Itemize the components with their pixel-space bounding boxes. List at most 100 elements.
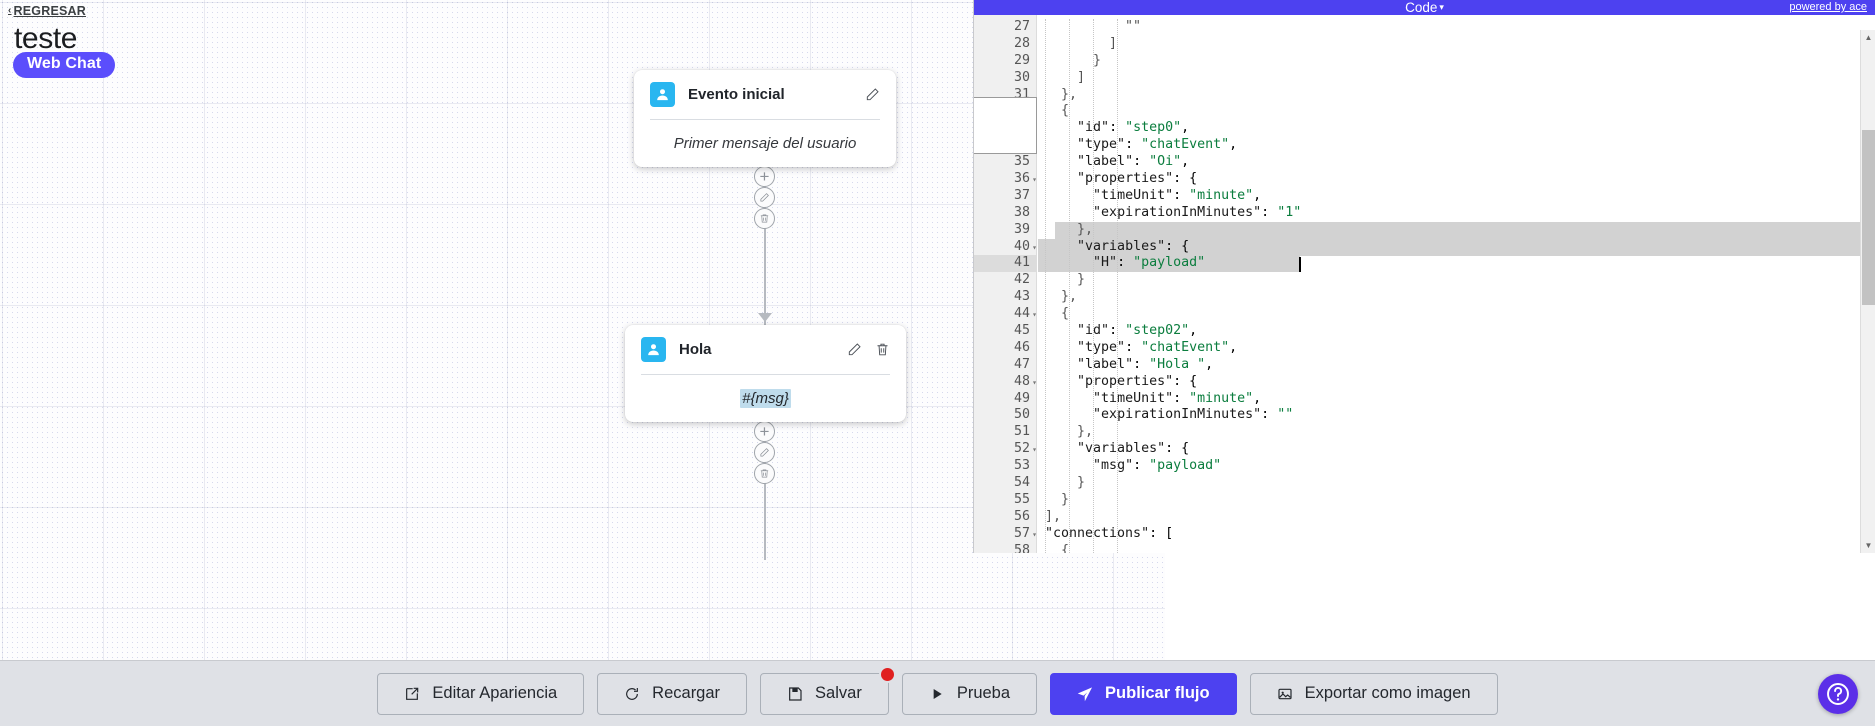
code-line[interactable]: "properties": { [1077,171,1198,187]
code-editor-title[interactable]: Code▾ [1405,0,1444,15]
line-number[interactable]: 53 [1013,458,1030,474]
connector-toolbar-1[interactable] [754,166,775,229]
scrollbar-thumb[interactable] [1862,130,1875,305]
code-line[interactable]: ] [1045,69,1086,85]
fold-toggle-icon[interactable]: ▾ [1032,310,1037,320]
code-line[interactable]: "timeUnit": "minute", [1093,390,1262,406]
code-line[interactable]: "label": "Oi", [1077,154,1190,170]
line-number[interactable]: 42 [1013,272,1030,288]
line-number[interactable]: 49 [1013,390,1030,406]
scroll-up-icon[interactable]: ▲ [1861,30,1875,45]
code-line[interactable]: "expirationInMinutes": "1" [1093,204,1302,220]
line-number[interactable]: 36▾ [1013,171,1037,187]
code-line[interactable]: "variables": { [1077,441,1190,457]
line-number[interactable]: 40▾ [1013,238,1037,254]
add-step-icon[interactable] [754,166,775,187]
line-number[interactable]: 46 [1013,339,1030,355]
code-line[interactable]: { [1045,306,1070,322]
flow-node-evento-inicial[interactable]: Evento inicial Primer mensaje del usuari… [634,70,896,167]
code-line[interactable]: "type": "chatEvent", [1077,137,1238,153]
code-line[interactable]: { [1045,542,1070,553]
fold-toggle-icon[interactable]: ▾ [1032,445,1037,455]
fold-toggle-icon[interactable]: ▾ [1032,242,1037,252]
delete-icon[interactable] [875,342,890,357]
toolbar-button-recargar[interactable]: Recargar [597,672,748,715]
code-line[interactable]: { [1045,103,1070,119]
code-editor-panel[interactable]: Code▾ powered by ace 272829303132▾333435… [973,0,1875,553]
line-number[interactable]: 48▾ [1013,373,1037,389]
line-number[interactable]: 54 [1013,475,1030,491]
node-actions[interactable] [865,87,880,102]
line-number[interactable]: 27 [1013,19,1030,34]
code-line[interactable]: } [1045,272,1086,288]
code-editor-body[interactable]: 272829303132▾33343536▾37383940▾41424344▾… [974,15,1875,553]
editor-vertical-scrollbar[interactable]: ▲ ▼ [1860,30,1875,553]
fold-toggle-icon[interactable]: ▾ [1032,529,1037,539]
node-actions[interactable] [847,342,890,357]
toolbar-button-prueba[interactable]: Prueba [901,672,1038,715]
code-line[interactable]: "variables": { [1077,238,1190,254]
line-number[interactable]: 56 [1013,508,1030,524]
code-line[interactable]: "timeUnit": "minute", [1093,187,1262,203]
powered-by-ace-link[interactable]: powered by ace [1789,1,1867,13]
code-line[interactable]: "id": "step0", [1077,120,1190,136]
line-number[interactable]: 28 [1013,35,1030,51]
line-number[interactable]: 47 [1013,356,1030,372]
line-number[interactable]: 39 [1013,221,1030,237]
code-line[interactable]: "" [1045,19,1142,34]
toolbar-button-publicar-flujo[interactable]: Publicar flujo [1050,672,1237,715]
code-line[interactable]: "id": "step02", [1077,323,1198,339]
code-line[interactable]: "type": "chatEvent", [1077,339,1238,355]
code-fold-widget[interactable]: ❯ [974,97,1037,154]
delete-step-icon[interactable] [754,208,775,229]
code-line[interactable]: } [1045,475,1086,491]
edit-icon[interactable] [847,342,862,357]
line-number[interactable]: 44▾ [1013,306,1037,322]
code-line[interactable]: "expirationInMinutes": "" [1093,407,1294,423]
line-number[interactable]: 37 [1013,187,1030,203]
line-number[interactable]: 35 [1013,154,1030,170]
connector-toolbar-2[interactable] [754,421,775,484]
code-line[interactable]: }, [1045,86,1078,102]
code-line[interactable]: "properties": { [1077,373,1198,389]
fold-toggle-icon[interactable]: ▾ [1032,175,1037,185]
code-line[interactable]: ] [1045,35,1118,51]
back-link[interactable]: ‹ REGRESAR [8,4,86,18]
add-step-icon[interactable] [754,421,775,442]
delete-step-icon[interactable] [754,463,775,484]
line-number[interactable]: 41 [974,255,1036,273]
line-number[interactable]: 45 [1013,323,1030,339]
code-line[interactable]: } [1045,52,1102,68]
line-number[interactable]: 30 [1013,69,1030,85]
scroll-down-icon[interactable]: ▼ [1861,538,1875,553]
flow-node-hola[interactable]: Hola #{msg} [625,325,906,422]
edit-step-icon[interactable] [754,187,775,208]
code-text-area[interactable]: "" ] } ] }, { "id": "step0", "type": "ch… [1037,15,1875,553]
code-line[interactable]: "label": "Hola ", [1077,356,1214,372]
fold-toggle-icon[interactable]: ▾ [1032,377,1037,387]
line-number[interactable]: 38 [1013,204,1030,220]
code-line[interactable]: }, [1045,221,1094,237]
line-number[interactable]: 50 [1013,407,1030,423]
help-circle-icon[interactable] [1818,674,1858,714]
code-line[interactable]: }, [1045,289,1078,305]
flow-canvas[interactable]: ‹ REGRESAR teste Web Chat [0,0,1165,660]
code-line[interactable]: "H": "payload" [1093,255,1206,271]
toolbar-button-salvar[interactable]: Salvar [760,665,896,715]
code-line[interactable]: "msg": "payload" [1093,458,1222,474]
toolbar-button-exportar-como-imagen[interactable]: Exportar como imagen [1249,672,1498,715]
line-number[interactable]: 51 [1013,424,1030,440]
line-number[interactable]: 57▾ [1013,525,1037,541]
edit-icon[interactable] [865,87,880,102]
edit-step-icon[interactable] [754,442,775,463]
code-line[interactable]: }, [1045,424,1094,440]
code-line[interactable]: } [1045,491,1070,507]
line-number[interactable]: 55 [1013,491,1030,507]
toolbar-button-editar-apariencia[interactable]: Editar Apariencia [377,672,585,715]
line-number[interactable]: 52▾ [1013,441,1037,457]
line-number[interactable]: 29 [1013,52,1030,68]
code-line[interactable]: "connections": [ [1045,525,1174,541]
code-line[interactable]: ], [1045,508,1062,524]
line-number-gutter[interactable]: 272829303132▾33343536▾37383940▾41424344▾… [974,15,1037,553]
line-number[interactable]: 43 [1013,289,1030,305]
